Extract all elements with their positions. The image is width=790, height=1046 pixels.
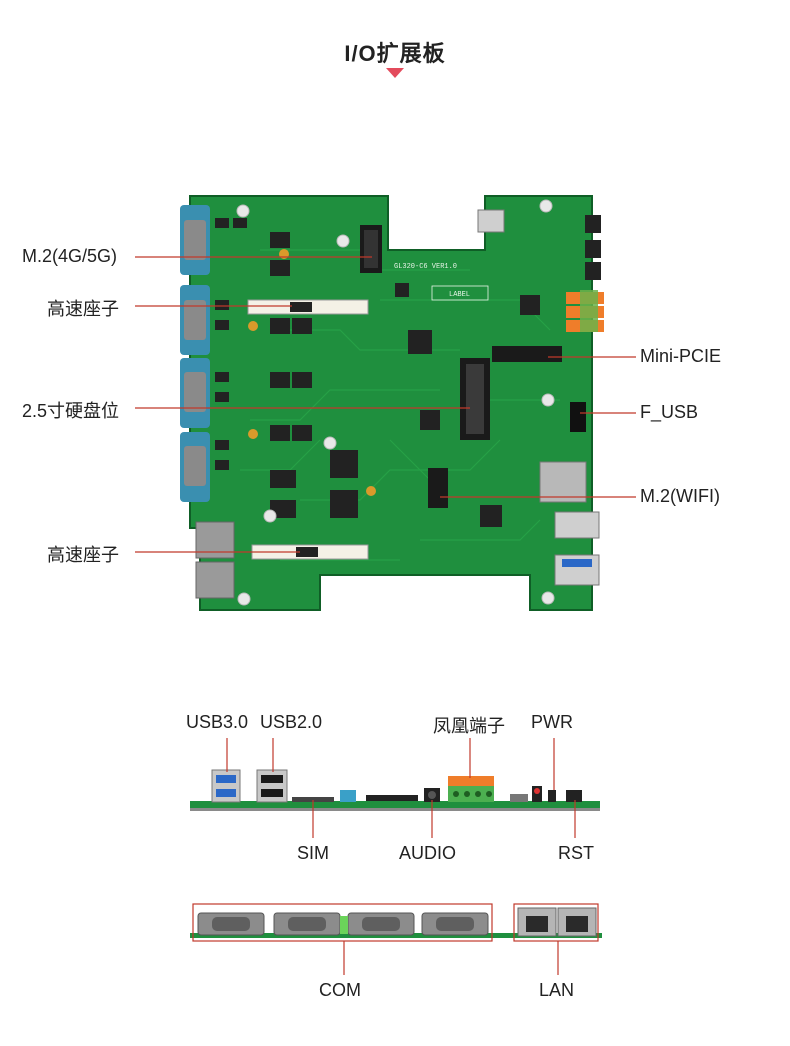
board-com-connectors (180, 205, 210, 502)
board-silkscreen-label: LABEL (449, 291, 470, 299)
label-m2-wifi: M.2(WIFI) (640, 486, 720, 506)
page-title: I/O扩展板 (344, 41, 446, 66)
io-side-view-top (190, 769, 600, 811)
label-usb20: USB2.0 (260, 712, 323, 732)
board-silkscreen-version: GL320-C6 VER1.0 (394, 263, 457, 271)
label-mini-pcie: Mini-PCIE (640, 346, 722, 366)
label-m2-4g5g: M.2(4G/5G) (22, 246, 118, 266)
label-rst: RST (558, 843, 594, 863)
label-f-usb: F_USB (640, 402, 699, 422)
label-phoenix-terminal: 凤凰端子 (433, 716, 505, 736)
title-pointer-triangle (386, 68, 404, 78)
label-high-speed-connector-1: 高速座子 (47, 299, 119, 319)
board-callout-lines (135, 256, 636, 553)
label-audio: AUDIO (399, 843, 457, 863)
io-side-view-bottom (190, 903, 602, 942)
label-usb30: USB3.0 (186, 712, 249, 732)
io-bottom-callout-lines (343, 941, 559, 975)
label-sim: SIM (297, 843, 330, 863)
label-pwr: PWR (531, 712, 573, 732)
io-expansion-board: GL320-C6 VER1.0 LABEL (180, 195, 604, 611)
com-port-row (197, 912, 489, 936)
io-top-callout-lines (226, 738, 576, 838)
label-high-speed-connector-2: 高速座子 (47, 545, 119, 565)
lan-port-row (517, 907, 597, 937)
label-lan: LAN (539, 980, 575, 1000)
label-com: COM (319, 980, 361, 1000)
label-25-inch-hdd: 2.5寸硬盘位 (22, 401, 120, 421)
